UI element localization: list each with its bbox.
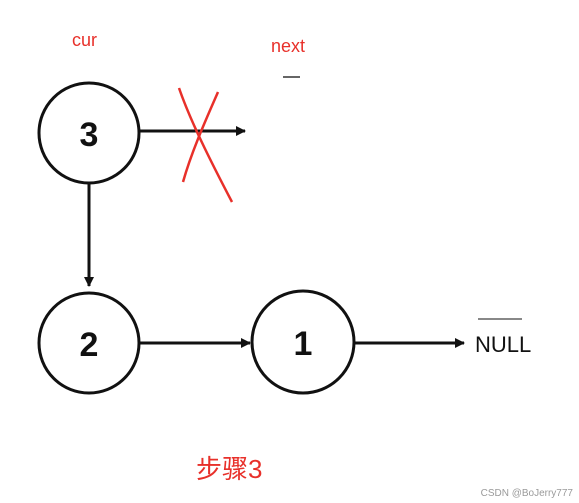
- null-label: NULL: [475, 332, 531, 357]
- node-2-value: 2: [80, 326, 99, 364]
- watermark: CSDN @BoJerry777: [480, 488, 573, 499]
- cur-label: cur: [72, 30, 97, 50]
- node-1-value: 1: [294, 325, 313, 363]
- node-2: 2: [37, 291, 141, 395]
- cross-out-stroke-1: [177, 87, 234, 203]
- node-1: 1: [250, 289, 356, 395]
- node-3-value: 3: [80, 116, 99, 154]
- node-3: 3: [37, 81, 141, 185]
- step-caption: 步骤3: [196, 454, 262, 484]
- cross-out-stroke-2: [181, 91, 220, 183]
- next-label: next: [271, 36, 305, 56]
